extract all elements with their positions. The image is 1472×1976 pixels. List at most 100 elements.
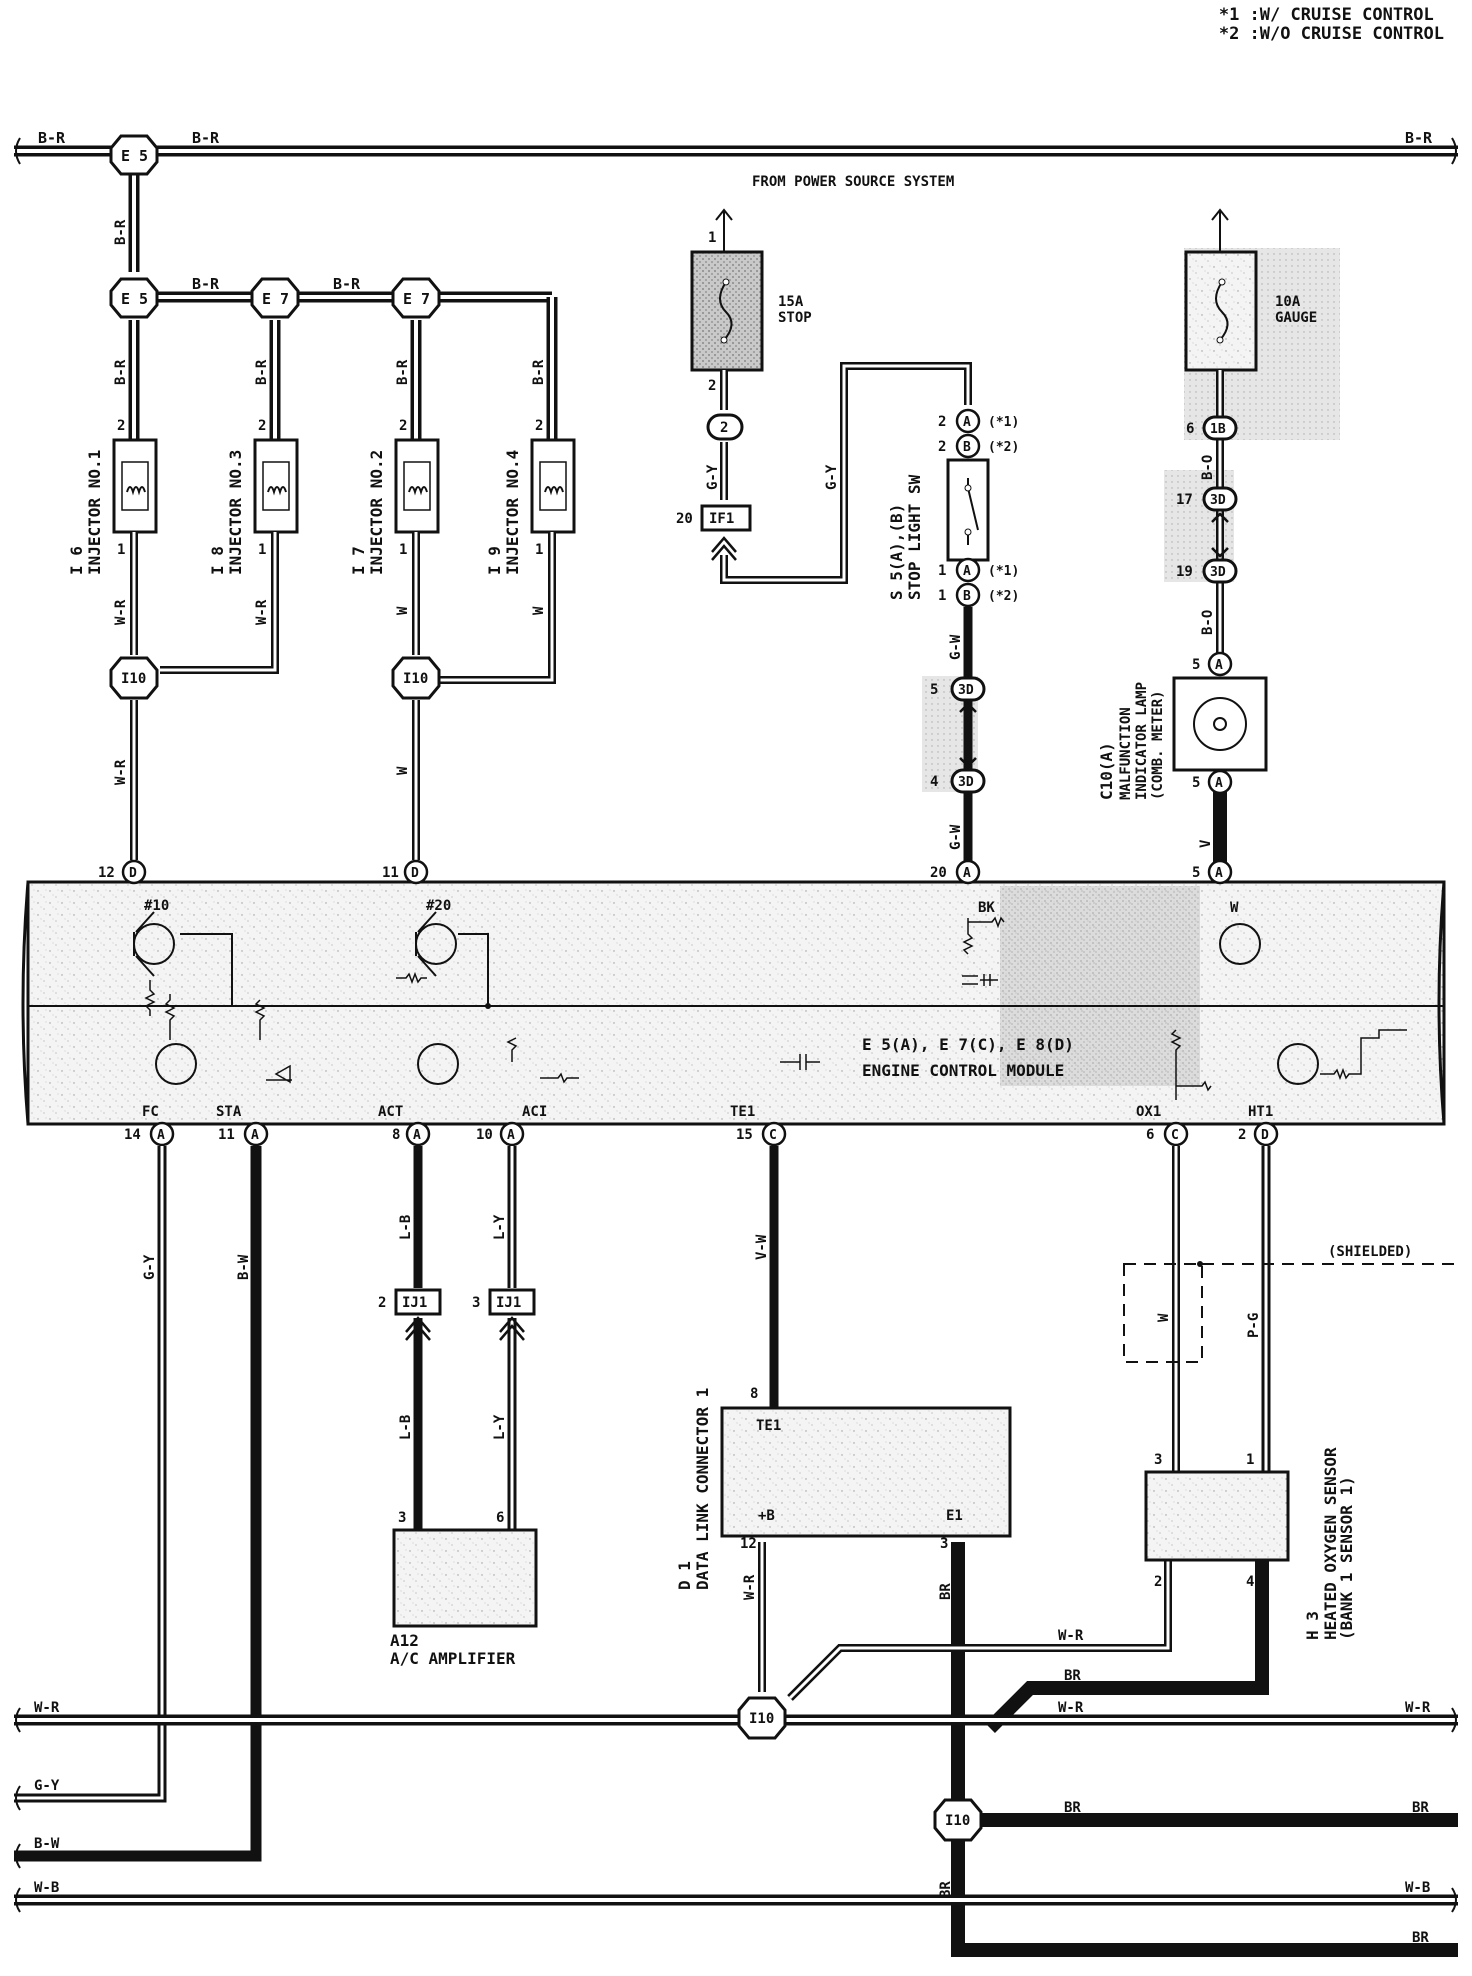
svg-text:4: 4 [1246,1574,1254,1590]
wire-label: W-R [113,599,129,625]
connector-i10-c: I10 [737,1696,787,1740]
ecm-pin-label: OX1 [1136,1104,1161,1120]
svg-text:INJECTOR NO.3: INJECTOR NO.3 [226,450,245,575]
wire-label: B-O [1200,455,1216,480]
svg-text:TE1: TE1 [756,1418,781,1434]
svg-text:I 6: I 6 [67,546,86,575]
svg-text:D: D [129,866,137,881]
wire-label: V-W [754,1234,770,1260]
svg-text:14: 14 [124,1127,141,1143]
svg-text:8: 8 [392,1127,400,1143]
wire-label: G-W [948,824,964,850]
svg-text:(*2): (*2) [988,440,1019,455]
svg-text:4: 4 [930,774,938,790]
fuse-gauge: 10A GAUGE [1184,208,1317,372]
ecm-pin-label: W [1230,900,1239,916]
svg-text:A: A [413,1128,421,1143]
wire-label: B-R [113,219,129,245]
ecm-pin-label: #20 [426,898,451,914]
ecm-name: ENGINE CONTROL MODULE [862,1061,1064,1080]
connector-e5-mid: E 5 [109,277,159,319]
ac-amplifier: 3 6 A12 A/C AMPLIFIER [390,1510,538,1668]
svg-text:1: 1 [938,588,946,604]
legend-note-2: *2 :W/O CRUISE CONTROL [1218,24,1444,44]
svg-text:IJ1: IJ1 [496,1295,521,1311]
connector-ij1-aci: IJ1 3 [472,1288,536,1341]
svg-text:2: 2 [1238,1127,1246,1143]
connector-i10-b: I10 [391,656,441,700]
svg-text:INJECTOR NO.2: INJECTOR NO.2 [367,450,386,575]
wire-label: W-R [742,1574,758,1600]
svg-text:2: 2 [938,439,946,455]
ecm-pin-label: ACT [378,1104,403,1120]
svg-text:H 3: H 3 [1303,1611,1322,1640]
ecm-pin-label: ACI [522,1104,547,1120]
ecm-bottom-pins: A 14 A 11 A 8 A 10 C 15 C 6 D 2 [124,1121,1279,1147]
svg-text:D: D [411,866,419,881]
svg-text:+B: +B [758,1508,775,1524]
svg-text:20: 20 [930,865,947,881]
svg-text:(*1): (*1) [988,564,1019,579]
svg-text:6: 6 [496,1510,504,1526]
wire-label: G-Y [142,1254,158,1280]
svg-text:2: 2 [399,418,407,434]
wire-label: B-R [192,275,220,293]
svg-text:A: A [157,1128,165,1143]
svg-text:1: 1 [399,542,407,558]
wire-label: W-B [1405,1880,1430,1896]
svg-text:IF1: IF1 [709,511,734,527]
svg-text:20: 20 [676,511,693,527]
svg-text:C10(A): C10(A) [1097,742,1116,800]
svg-text:5: 5 [1192,775,1200,791]
svg-text:2: 2 [117,418,125,434]
svg-text:3: 3 [940,1536,948,1552]
ecm-ids: E 5(A), E 7(C), E 8(D) [862,1035,1074,1054]
wire-label: V [1198,839,1214,848]
svg-text:(*2): (*2) [988,589,1019,604]
connector-if1: IF1 20 [676,504,752,561]
svg-text:3: 3 [1154,1452,1162,1468]
connector-i10-a: I10 [109,656,159,700]
wire-label: G-W [948,634,964,660]
gauge-connectors: 1B 6 3D 17 3D 19 [1176,415,1238,584]
malfunction-indicator-lamp: A 5 A 5 C10(A) MALFUNCTION INDICATOR LAM… [1097,651,1268,800]
wire-label: B-W [236,1254,252,1280]
wire-label: W-R [1058,1628,1084,1644]
svg-text:A: A [963,564,971,579]
svg-text:I10: I10 [403,671,428,687]
wire-label: W [395,766,411,775]
connector-ij1-act: IJ1 2 [378,1288,442,1341]
svg-text:1: 1 [938,563,946,579]
wire-label: L-B [398,1215,414,1240]
wire-label: P-G [1246,1313,1262,1338]
wire-label: L-B [398,1415,414,1440]
svg-text:B: B [963,440,971,455]
power-source-label: FROM POWER SOURCE SYSTEM [752,174,954,190]
wire-label: W-R [113,759,129,785]
wire-label: B-R [333,275,361,293]
shielded-wire [1123,1263,1458,1363]
svg-text:11: 11 [218,1127,235,1143]
svg-text:S 5(A),(B): S 5(A),(B) [887,504,906,600]
wire-label: B-R [192,129,220,147]
svg-text:E 7: E 7 [262,290,289,308]
svg-text:10: 10 [476,1127,493,1143]
svg-text:5: 5 [930,682,938,698]
svg-text:HEATED OXYGEN SENSOR: HEATED OXYGEN SENSOR [1321,1447,1340,1640]
wire-label: W [1156,1313,1172,1322]
svg-text:E1: E1 [946,1508,963,1524]
svg-text:3: 3 [398,1510,406,1526]
wire-label: L-Y [492,1414,508,1440]
svg-text:2: 2 [258,418,266,434]
connector-2-round: 2 [706,413,744,441]
svg-text:1: 1 [1246,1452,1254,1468]
svg-text:5: 5 [1192,865,1200,881]
svg-text:MALFUNCTION: MALFUNCTION [1118,707,1134,800]
wire-label: BR [1412,1930,1429,1946]
svg-text:I10: I10 [121,671,146,687]
wire-label: W [395,606,411,615]
ecm-pin-label: HT1 [1248,1104,1273,1120]
svg-text:8: 8 [750,1386,758,1402]
svg-text:1: 1 [535,542,543,558]
